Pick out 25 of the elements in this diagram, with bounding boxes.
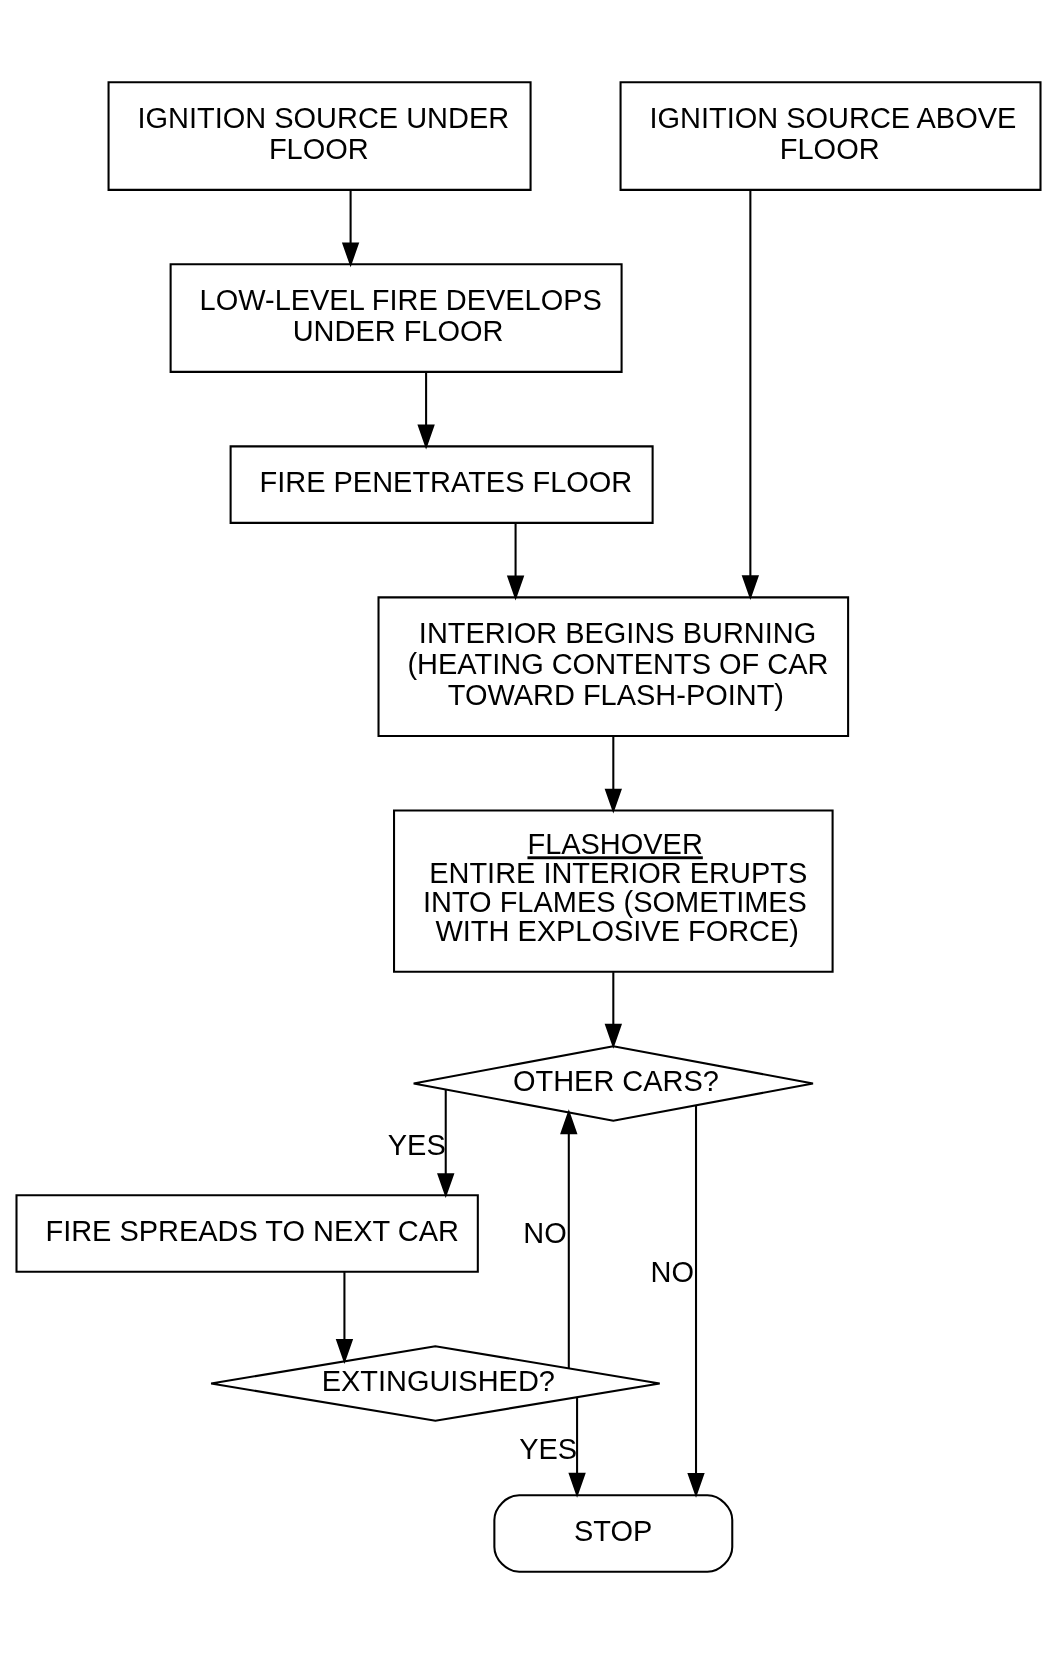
edge-label: YES bbox=[519, 1432, 578, 1465]
arrow bbox=[335, 1272, 354, 1364]
node-box: FIRE PENETRATES FLOOR bbox=[229, 445, 654, 524]
node-box: FIRE SPREADS TO NEXT CAR bbox=[15, 1194, 479, 1273]
arrow bbox=[417, 372, 435, 450]
node-box: FLASHOVER ENTIRE INTERIOR ERUPTS INTO FLAMES (SOMETIMES WITH EXPLOSIVE FORCE) bbox=[393, 809, 834, 973]
arrow bbox=[604, 736, 622, 814]
arrow bbox=[568, 1397, 586, 1498]
arrow bbox=[341, 190, 360, 268]
node-diamond: EXTINGUISHED? bbox=[210, 1345, 661, 1422]
node-box: IGNITION SOURCE UNDER FLOOR bbox=[107, 81, 532, 191]
edge-label: NO bbox=[523, 1216, 567, 1249]
arrow bbox=[604, 972, 622, 1049]
edge-label: YES bbox=[387, 1129, 446, 1162]
arrow bbox=[506, 523, 525, 601]
node-box: STOP bbox=[493, 1494, 734, 1573]
arrow bbox=[687, 1105, 705, 1498]
arrow bbox=[741, 189, 760, 600]
arrow bbox=[437, 1089, 455, 1199]
node-box: IGNITION SOURCE ABOVE FLOOR bbox=[619, 81, 1042, 191]
node-box: INTERIOR BEGINS BURNING (HEATING CONTENTS OF CAR TOWARD FLASH-POINT) bbox=[377, 596, 850, 737]
node-box: LOW-LEVEL FIRE DEVELOPS UNDER FLOOR bbox=[169, 263, 623, 373]
edge-label: NO bbox=[650, 1256, 694, 1289]
arrow bbox=[560, 1109, 578, 1369]
node-diamond: OTHER CARS? bbox=[412, 1045, 815, 1122]
